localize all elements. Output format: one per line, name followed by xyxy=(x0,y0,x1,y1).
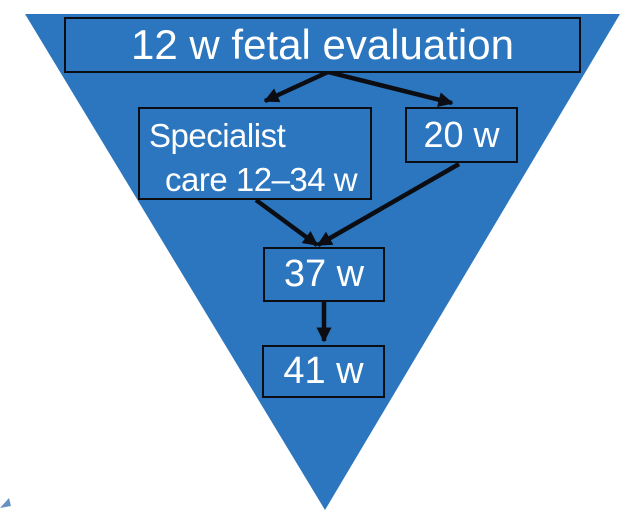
node-20w: 20 w xyxy=(405,107,518,163)
node-specialist-label-line2: care 12–34 w xyxy=(165,161,358,198)
node-root: 12 w fetal evaluation xyxy=(64,17,581,73)
node-37w: 37 w xyxy=(263,247,385,302)
node-root-label: 12 w fetal evaluation xyxy=(131,21,514,68)
node-37w-label: 37 w xyxy=(283,253,365,295)
edge-specialist-w37-arrow xyxy=(254,198,319,247)
corner-artifact xyxy=(0,498,11,508)
node-20w-label: 20 w xyxy=(423,114,500,155)
edge-root-specialist-arrow xyxy=(263,69,329,104)
node-41w: 41 w xyxy=(262,345,385,398)
node-specialist: Specialist care 12–34 w xyxy=(138,107,372,200)
node-specialist-label-line1: Specialist xyxy=(149,117,286,154)
node-41w-label: 41 w xyxy=(283,350,364,392)
edge-w20-w37-arrow xyxy=(316,162,461,247)
edge-root-w20-arrow xyxy=(327,69,454,108)
